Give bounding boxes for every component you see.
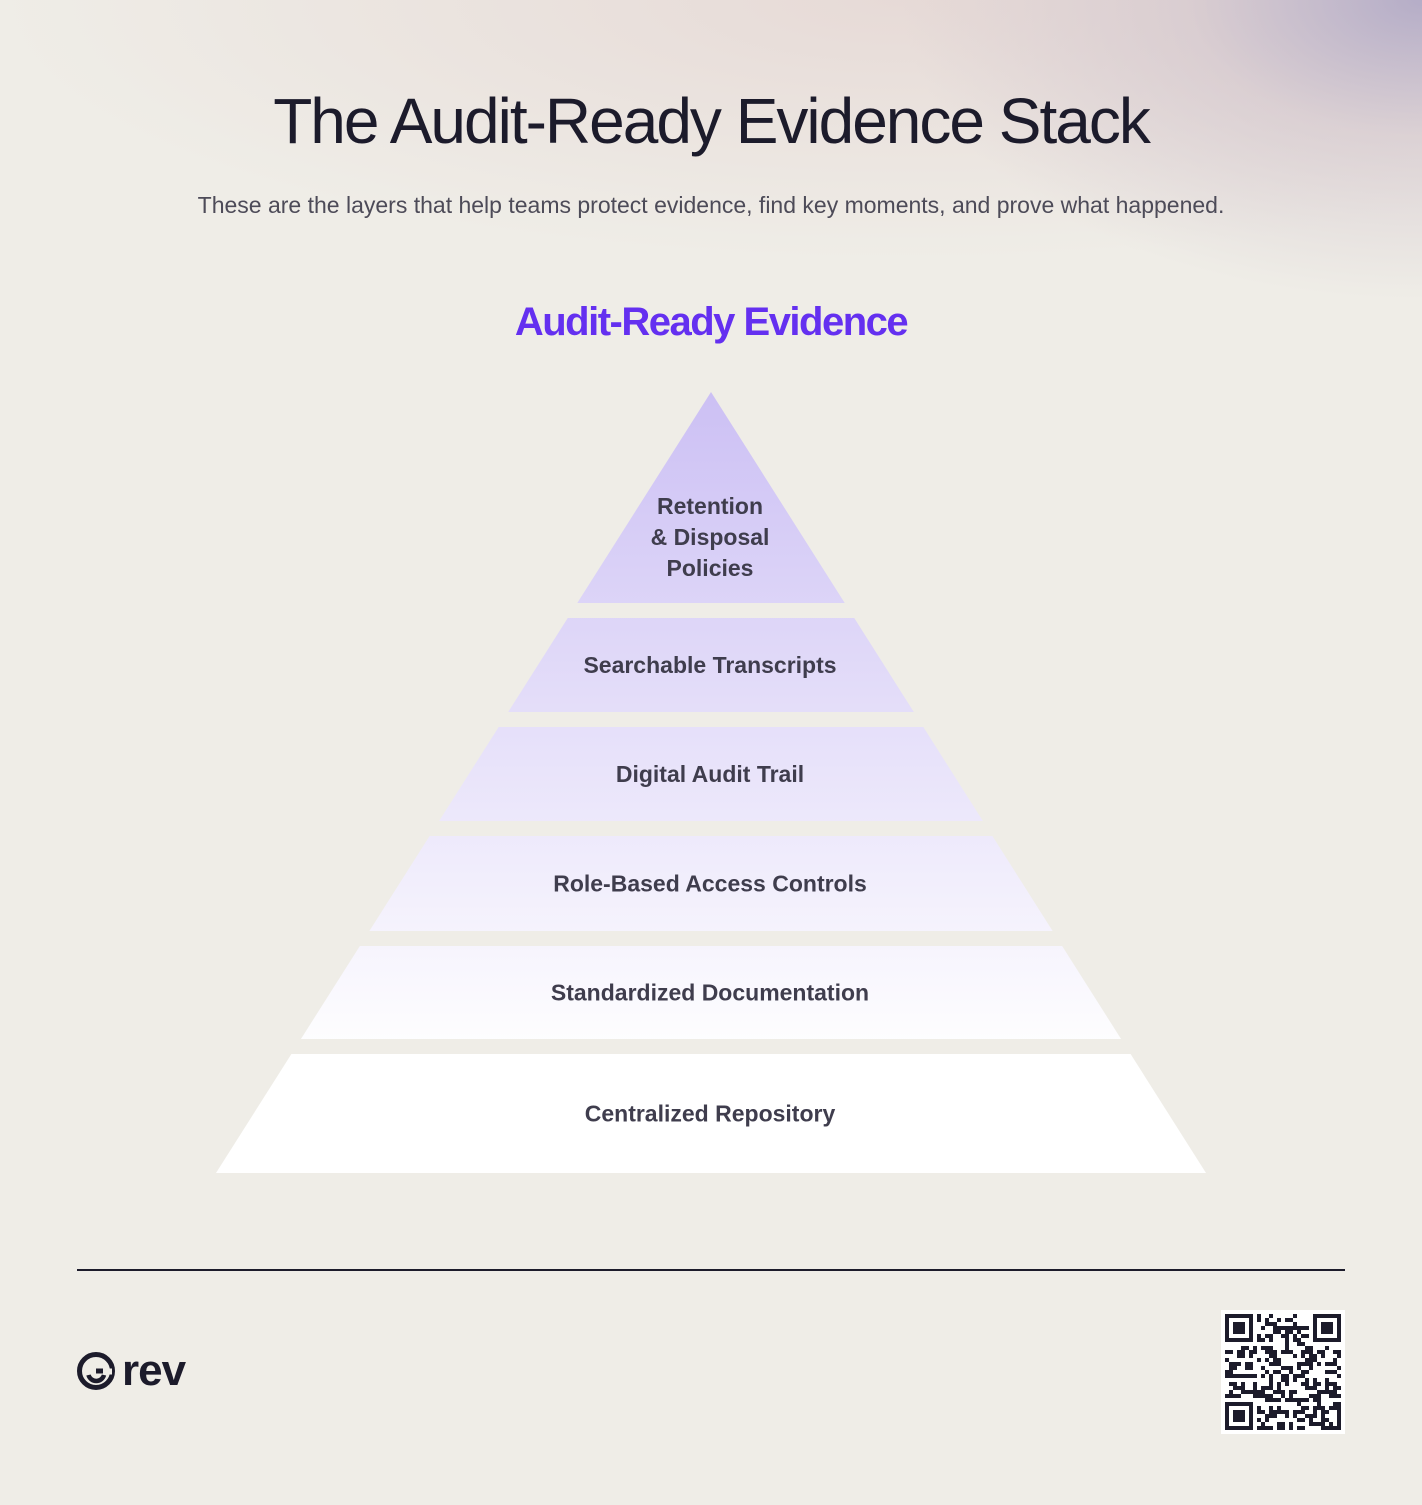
page-subtitle: These are the layers that help teams pro… — [197, 192, 1225, 218]
rev-logo-icon — [77, 1352, 115, 1390]
pyramid-layer-label-1: & Disposal — [651, 524, 770, 550]
pyramid-layer-label-6: Centralized Repository — [585, 1101, 836, 1127]
rev-logo: rev — [76, 1346, 186, 1395]
rev-logo-text: rev — [122, 1346, 186, 1395]
qr-code-pattern — [1225, 1314, 1341, 1430]
pyramid-layer-2 — [508, 618, 914, 712]
footer-divider — [77, 1269, 1345, 1271]
pyramid-layer-label-1: Retention — [657, 493, 763, 519]
pyramid-layer-label-5: Standardized Documentation — [551, 980, 869, 1006]
pyramid-layer-label-3: Digital Audit Trail — [616, 761, 804, 787]
pyramid-layer-3 — [439, 727, 983, 821]
qr-code-icon[interactable] — [1221, 1310, 1345, 1434]
pyramid-layer-label-4: Role-Based Access Controls — [553, 871, 867, 897]
pyramid-heading: Audit-Ready Evidence — [514, 300, 909, 344]
pyramid-layer-6 — [216, 1054, 1206, 1173]
pyramid-layer-4 — [369, 836, 1053, 931]
pyramid-layer-1 — [577, 392, 845, 603]
pyramid-layer-label-2: Searchable Transcripts — [583, 652, 836, 678]
pyramid-layer-label-1: Policies — [667, 555, 754, 581]
pyramid-layer-5 — [300, 946, 1122, 1039]
page-title: The Audit-Ready Evidence Stack — [273, 85, 1151, 157]
